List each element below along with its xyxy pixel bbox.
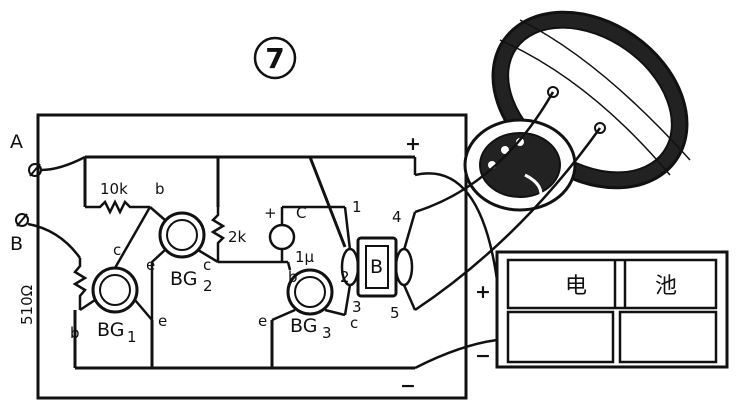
figure-number: 7 [253,36,297,80]
svg-text:+: + [264,204,277,222]
battery-box: 电 池 + − [475,250,729,369]
svg-text:−: − [475,345,491,367]
svg-text:电: 电 [565,274,587,299]
svg-text:2: 2 [203,277,213,295]
svg-text:A: A [10,131,23,153]
svg-text:2: 2 [340,268,350,286]
svg-text:b: b [288,268,298,286]
svg-text:7: 7 [265,42,284,75]
bottom-rail [73,310,415,370]
svg-text:3: 3 [322,324,332,342]
terminal-b: B [10,213,82,259]
svg-text:c: c [350,314,358,332]
capacitor-c: + C 1μ [264,204,345,266]
svg-text:e: e [146,256,155,274]
svg-text:c: c [113,241,121,259]
svg-text:e: e [258,312,267,330]
svg-text:e: e [158,312,167,330]
circuit-board [36,113,468,400]
svg-text:10k: 10k [100,180,128,198]
resistor-10k: 10k [85,180,150,215]
svg-text:c: c [203,256,211,274]
board-polarity: + − [400,133,421,397]
speaker [463,10,691,212]
svg-text:2k: 2k [228,228,247,246]
speaker-wires [414,91,602,312]
svg-text:+: + [405,133,421,155]
svg-text:−: − [400,375,416,397]
svg-text:4: 4 [392,208,402,226]
svg-text:1: 1 [352,198,362,216]
svg-text:BG: BG [290,315,317,337]
svg-text:BG: BG [170,268,197,290]
battery-wires [414,172,499,370]
svg-text:b: b [155,180,165,198]
svg-text:3: 3 [352,298,362,316]
transistor-bg2: BG 2 b c e [146,180,288,320]
svg-text:B: B [10,233,23,255]
svg-text:5: 5 [390,304,400,322]
svg-text:510Ω: 510Ω [18,285,36,325]
transistor-bg3: BG 3 b e c [258,261,358,342]
top-rail [83,155,415,248]
svg-text:+: + [475,281,491,303]
svg-text:C: C [296,204,306,222]
transformer-b: B 1 2 3 4 5 [340,198,417,322]
svg-text:BG: BG [97,319,124,341]
terminal-a: A [10,131,86,177]
svg-text:B: B [370,256,383,278]
svg-text:1μ: 1μ [295,248,315,266]
resistor-2k: 2k [210,207,247,262]
svg-text:池: 池 [655,274,677,299]
resistor-510: 510Ω [18,258,88,325]
svg-text:1: 1 [127,328,137,346]
svg-text:b: b [70,324,80,342]
transistor-bg1: BG 1 c b e [70,206,167,346]
